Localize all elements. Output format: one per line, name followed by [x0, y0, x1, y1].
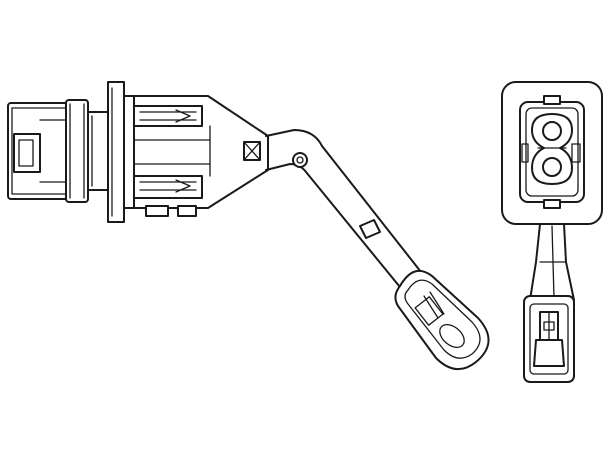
connector-face [519, 95, 585, 209]
end-view-cable [529, 223, 575, 301]
cable-bend [265, 129, 433, 293]
side-view [7, 81, 490, 370]
ring-terminal [394, 269, 490, 370]
end-view-terminal [523, 295, 575, 383]
end-view [501, 81, 603, 383]
main-housing [133, 95, 269, 217]
mounting-flange [107, 81, 135, 223]
left-plug [7, 99, 109, 203]
